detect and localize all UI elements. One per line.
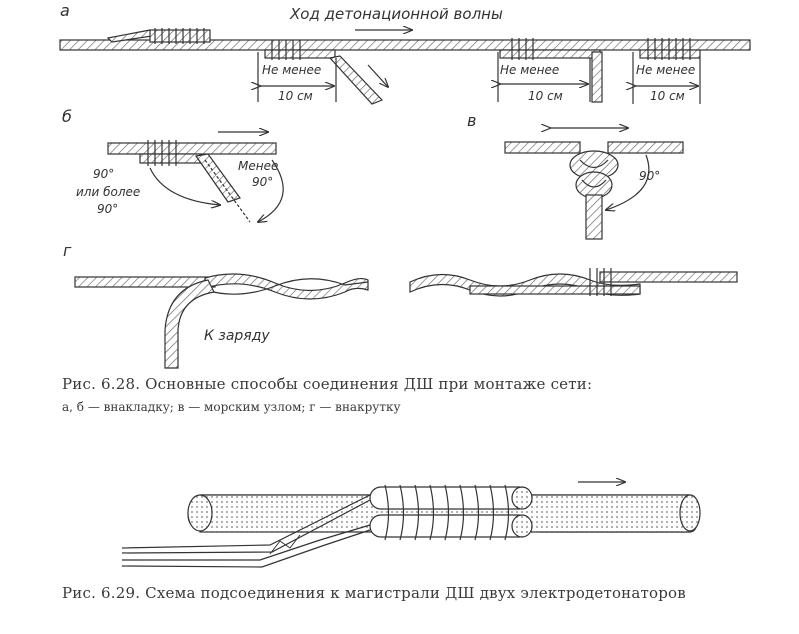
panel-b-left-label-1: 90°	[93, 167, 114, 181]
detonator-cord-upper-end	[511, 486, 533, 510]
panel-b-right-label-1: Менее	[238, 159, 278, 173]
dimension-1	[258, 52, 337, 102]
panel-b-left-label-3: 90°	[97, 202, 118, 216]
panel-v-main-cord-left	[504, 141, 581, 154]
panel-v-angle-arc	[606, 154, 650, 210]
figure-6-28-caption: Рис. 6.28. Основные способы соединения Д…	[62, 375, 593, 393]
branch-cord-2	[591, 51, 603, 103]
panel-b-letter: б	[62, 107, 72, 126]
panel-b-main-cord	[107, 142, 277, 155]
panel-g-branch-cord	[164, 279, 215, 369]
panel-b-left-label-2: или более	[76, 185, 140, 199]
panel-b-angle-arc-right	[258, 159, 284, 222]
branch-arrow-1	[367, 64, 388, 87]
branch-overlap-3	[639, 49, 701, 59]
panel-b-angle-ray	[204, 159, 251, 223]
binding-wrap-3	[511, 38, 534, 60]
panel-b-right-label-2: 90°	[252, 175, 273, 189]
binding-wrap-4	[647, 38, 691, 60]
dimension-3	[633, 52, 701, 104]
figure-6-29-caption: Рис. 6.29. Схема подсоединения к магистр…	[62, 584, 686, 602]
detonator-cord-lower-end	[511, 514, 533, 538]
panel-g-letter: г	[63, 241, 72, 260]
panel-g-cord-right-top	[599, 271, 738, 283]
panel-g-binding	[589, 268, 612, 296]
binding-wrap-2	[271, 40, 301, 60]
panel-b-angle-arc-left	[149, 167, 220, 205]
panel-v-branch-cord	[585, 194, 603, 240]
branch-cord-1	[328, 55, 384, 105]
panel-v: в 90°	[467, 111, 684, 240]
panel-a: а Ход детонационной волны Не менее 10 см	[59, 1, 751, 105]
panel-v-main-cord-right	[607, 141, 684, 154]
dimension-2	[498, 52, 591, 102]
fig-6-29	[121, 482, 701, 568]
dimension-2-line1: Не менее	[500, 63, 559, 77]
dimension-1-line2: 10 см	[278, 89, 313, 103]
dimension-3-line2: 10 см	[650, 89, 685, 103]
branch-overlap-2	[499, 49, 601, 59]
panel-a-letter: а	[60, 1, 70, 20]
dimension-3-line1: Не менее	[636, 63, 695, 77]
panel-b-binding	[147, 140, 177, 166]
panel-v-letter: в	[467, 111, 476, 130]
dimension-2-line2: 10 см	[528, 89, 563, 103]
figure-6-28-legend: а, б — внакладку; в — морским узлом; г —…	[62, 400, 401, 414]
dimension-1-line1: Не менее	[262, 63, 321, 77]
panel-v-angle-label: 90°	[639, 169, 660, 183]
trunk-cord-left-end	[187, 494, 213, 532]
sea-knot	[569, 150, 619, 199]
main-cord	[59, 39, 751, 51]
trunk-cord-right-end	[679, 494, 701, 532]
panel-g-cord-right-bottom	[469, 285, 641, 295]
fig629-binding	[384, 484, 510, 541]
binding-wrap-1	[149, 28, 211, 44]
panel-b-overlap	[139, 153, 201, 164]
detonator-lead-wires	[121, 494, 371, 568]
charge-label: К заряду	[204, 328, 270, 344]
panel-g: г К заряду	[63, 241, 738, 369]
panel-b: б 90° или более 90° Менее 90°	[62, 107, 284, 223]
panel-g-twist-left	[204, 273, 369, 300]
detonation-direction-label: Ход детонационной волны	[289, 5, 503, 23]
